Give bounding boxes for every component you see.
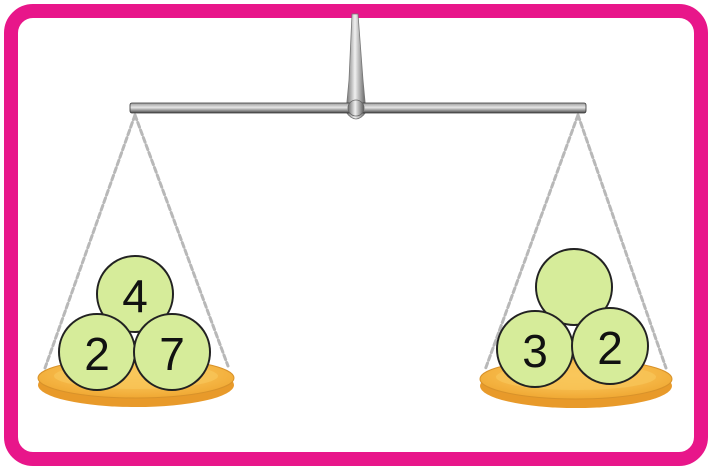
left-ball-bottom-right-label: 7 xyxy=(159,328,185,380)
right-ball-bottom-left: 3 xyxy=(497,311,573,387)
left-ball-bottom-right: 7 xyxy=(134,314,210,390)
right-ball-bottom-right: 2 xyxy=(572,308,648,384)
right-ball-bottom-right-label: 2 xyxy=(597,322,623,374)
left-ball-top-label: 4 xyxy=(122,270,148,322)
left-ball-bottom-left-label: 2 xyxy=(84,328,110,380)
beam-pivot xyxy=(348,100,364,116)
right-ball-bottom-left-label: 3 xyxy=(522,325,548,377)
left-ball-bottom-left: 2 xyxy=(59,314,135,390)
